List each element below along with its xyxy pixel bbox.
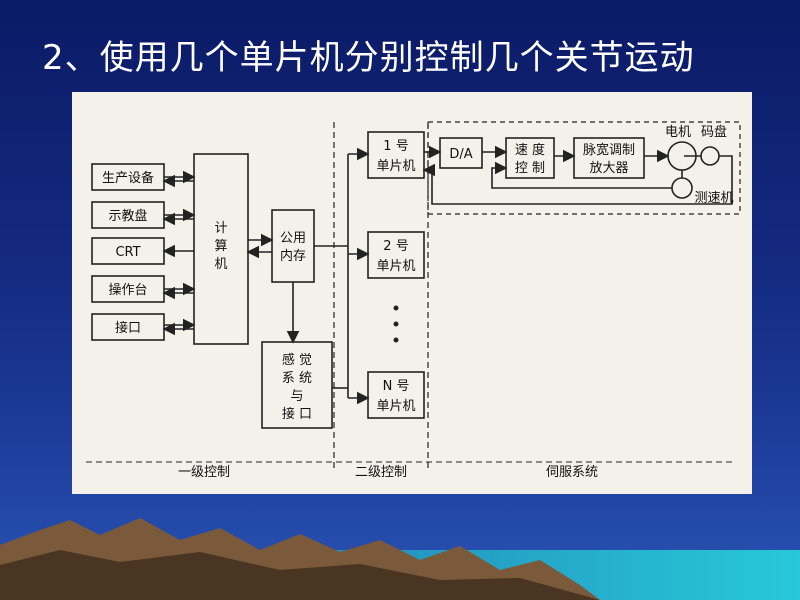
label-mcu-2-top: 2 号 <box>383 239 408 254</box>
label-level-2: 二级控制 <box>355 465 407 480</box>
label-sensor-3: 与 <box>290 389 303 404</box>
label-console: 操作台 <box>108 282 147 298</box>
label-level-1: 一级控制 <box>178 465 230 480</box>
label-memory-1: 公用 <box>280 231 306 246</box>
label-da: D/A <box>449 147 472 162</box>
tacho-symbol <box>671 177 693 199</box>
label-level-servo: 伺服系统 <box>546 465 598 480</box>
label-mcu-2-bottom: 单片机 <box>376 259 415 274</box>
encoder-symbol <box>700 146 720 166</box>
slide-title: 2、使用几个单片机分别控制几个关节运动 <box>42 38 695 78</box>
label-pwm-2: 放大器 <box>589 161 628 176</box>
label-speed-1: 速 度 <box>515 142 545 158</box>
label-encoder: 码盘 <box>701 124 727 140</box>
label-computer-1: 计 <box>214 221 227 236</box>
label-pwm-1: 脉宽调制 <box>583 142 635 158</box>
label-mcu-n-bottom: 单片机 <box>376 399 415 414</box>
label-computer-3: 机 <box>214 257 227 272</box>
label-memory-2: 内存 <box>280 248 306 264</box>
control-architecture-diagram: 生产设备 示教盘 CRT 操作台 接口 计 算 机 公用 内存 感 觉 系 统 … <box>72 92 752 494</box>
label-mcu-1-top: 1 号 <box>383 139 408 154</box>
diagram-svg: 生产设备 示教盘 CRT 操作台 接口 计 算 机 公用 内存 感 觉 系 统 … <box>86 121 741 480</box>
label-motor: 电机 <box>665 125 691 140</box>
label-crt: CRT <box>115 245 140 260</box>
label-tacho: 测速机 <box>694 191 733 206</box>
label-sensor-4: 接 口 <box>282 406 312 422</box>
mountain-decoration <box>0 518 800 600</box>
label-mcu-n-top: N 号 <box>383 379 410 394</box>
label-production-equipment: 生产设备 <box>102 170 154 186</box>
label-interface: 接口 <box>115 320 141 336</box>
label-mcu-1-bottom: 单片机 <box>376 159 415 174</box>
label-speed-2: 控 制 <box>515 161 545 176</box>
label-sensor-1: 感 觉 <box>282 352 312 368</box>
block-shared-memory <box>271 209 315 283</box>
label-sensor-2: 系 统 <box>282 371 312 386</box>
label-computer-2: 算 <box>214 239 227 254</box>
label-teach-pendant: 示教盘 <box>108 208 147 224</box>
